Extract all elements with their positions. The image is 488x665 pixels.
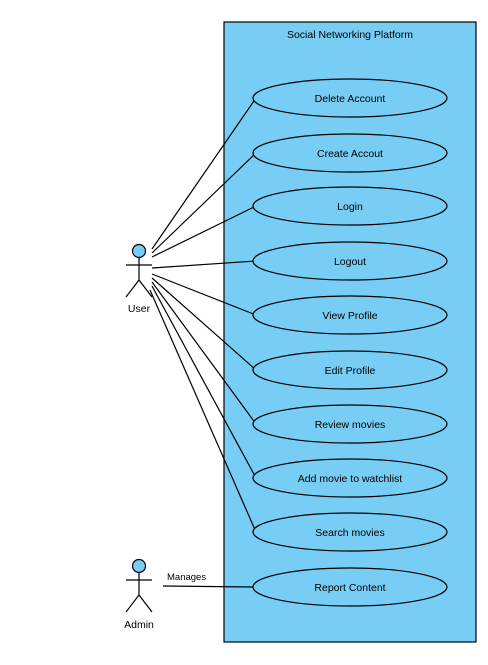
- actor-admin-head-icon: [131, 558, 147, 574]
- assoc-user-search-movies[interactable]: [149, 289, 257, 533]
- assoc-user-review-movies[interactable]: [151, 281, 257, 425]
- use-case-edit-profile[interactable]: Edit Profile: [252, 350, 448, 390]
- use-case-label: Review movies: [315, 419, 386, 431]
- use-case-view-profile[interactable]: View Profile: [252, 295, 448, 335]
- use-case-search-movies[interactable]: Search movies: [252, 512, 448, 552]
- use-case-label: Add movie to watchlist: [298, 473, 403, 485]
- actor-admin-label: Admin: [124, 619, 154, 631]
- assoc-user-edit-profile[interactable]: [151, 277, 257, 371]
- assoc-admin-report-content[interactable]: [162, 585, 254, 588]
- assoc-admin-label: Manages: [167, 572, 206, 583]
- use-case-label: Report Content: [314, 582, 385, 594]
- actor-user[interactable]: [125, 243, 153, 298]
- assoc-user-view-profile[interactable]: [151, 273, 257, 316]
- assoc-user-add-to-watchlist[interactable]: [151, 285, 257, 479]
- actor-admin[interactable]: [125, 558, 153, 613]
- assoc-user-login[interactable]: [151, 205, 257, 258]
- use-case-label: Logout: [334, 256, 366, 268]
- use-case-create-account[interactable]: Create Accout: [252, 133, 448, 173]
- use-case-review-movies[interactable]: Review movies: [252, 404, 448, 444]
- actor-user-label: User: [128, 303, 151, 315]
- use-case-delete-account[interactable]: Delete Account: [252, 78, 448, 118]
- assoc-user-delete-account[interactable]: [151, 97, 257, 250]
- system-title: Social Networking Platform: [287, 29, 413, 41]
- use-case-add-movie-to-watchlist[interactable]: Add movie to watchlist: [252, 458, 448, 498]
- assoc-user-create-account[interactable]: [151, 152, 257, 254]
- use-case-label: View Profile: [322, 310, 377, 322]
- use-case-label: Search movies: [315, 527, 384, 539]
- use-case-report-content[interactable]: Report Content: [252, 567, 448, 607]
- actor-user-head-icon: [131, 243, 147, 259]
- use-case-label: Delete Account: [315, 93, 386, 105]
- user-associations: [149, 97, 257, 533]
- use-case-login[interactable]: Login: [252, 186, 448, 226]
- assoc-user-logout[interactable]: [151, 260, 257, 269]
- use-case-label: Login: [337, 201, 363, 213]
- use-case-label: Create Accout: [317, 148, 383, 160]
- use-case-label: Edit Profile: [325, 365, 376, 377]
- use-case-logout[interactable]: Logout: [252, 241, 448, 281]
